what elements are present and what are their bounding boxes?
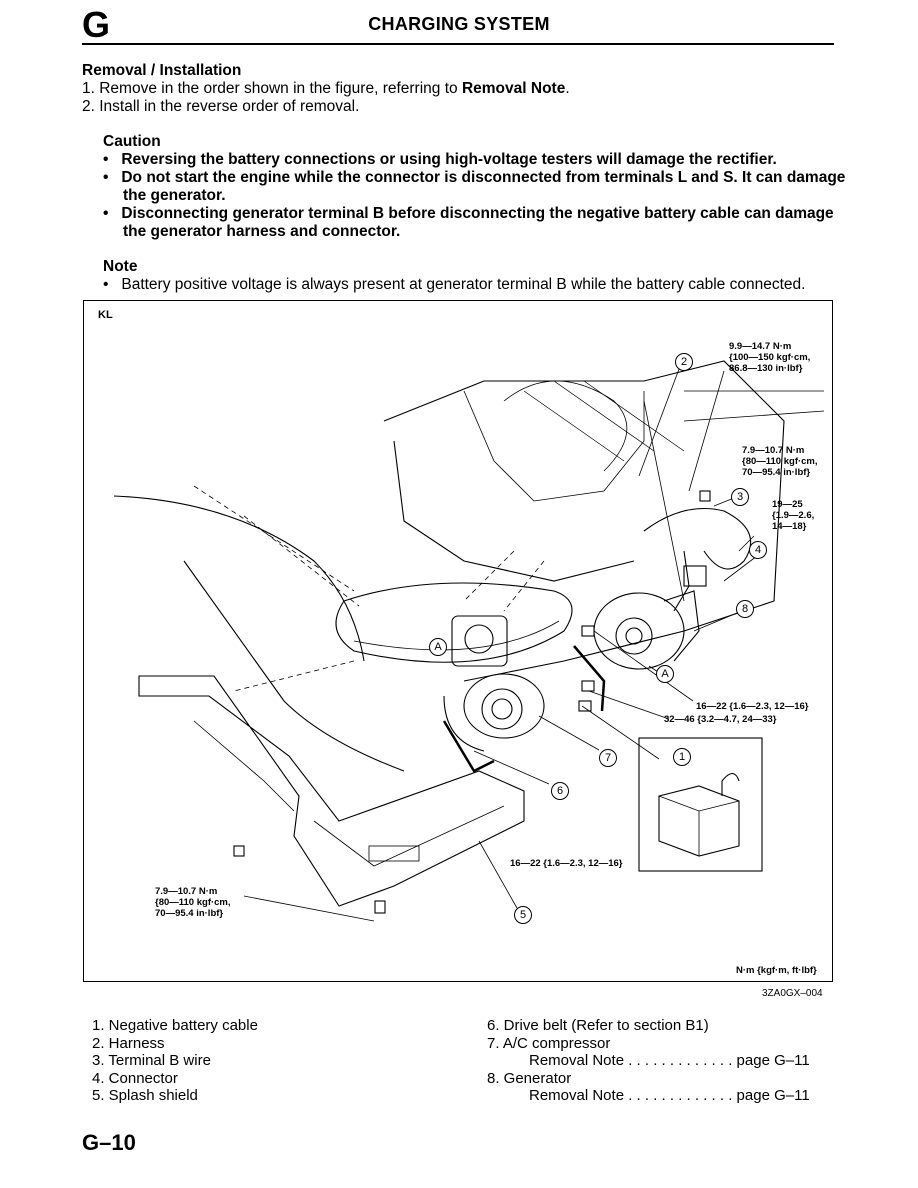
torque-line: 9.9—14.7 N·m <box>729 341 792 352</box>
callout-7: 7 <box>599 749 617 767</box>
units-note: N·m {kgf·m, ft·lbf} <box>736 965 817 976</box>
torque-line: {1.9—2.6, <box>772 510 815 521</box>
note-item-text: Battery positive voltage is always prese… <box>121 276 806 293</box>
torque-line: 7.9—10.7 N·m <box>155 886 218 897</box>
figure-code: 3ZA0GX–004 <box>762 988 823 999</box>
legend-item-note: Removal Note . . . . . . . . . . . . . p… <box>529 1087 810 1104</box>
caution-item-text: Disconnecting generator terminal B befor… <box>121 205 834 240</box>
legend-left-column: 1. Negative battery cable 2. Harness 3. … <box>92 1017 258 1105</box>
legend-right-column: 6. Drive belt (Refer to section B1) 7. A… <box>487 1017 810 1105</box>
callout-1: 1 <box>673 748 691 766</box>
point-a-generator: A <box>656 665 674 683</box>
callout-6: 6 <box>551 782 569 800</box>
callout-4: 4 <box>749 541 767 559</box>
note-heading: Note <box>103 258 138 275</box>
figure-corner-label: KL <box>98 309 113 321</box>
torque-spec-generator-upper: 16—22 {1.6—2.3, 12—16} <box>696 701 809 712</box>
torque-spec-compressor: 16—22 {1.6—2.3, 12—16} <box>510 858 623 869</box>
caution-item: • Reversing the battery connections or u… <box>103 151 777 168</box>
torque-line: {80—110 kgf·cm, <box>155 897 231 908</box>
torque-line: 70—95.4 in·lbf} <box>155 908 224 919</box>
removal-heading: Removal / Installation <box>82 62 242 79</box>
torque-line: {100—150 kgf·cm, <box>729 352 811 363</box>
removal-step-1-end: . <box>565 80 570 97</box>
header-rule <box>82 43 834 45</box>
page-number: G–10 <box>82 1130 136 1155</box>
torque-line: 19—25 <box>772 499 803 510</box>
torque-spec-harness: 9.9—14.7 N·m {100—150 kgf·cm, 86.8—130 i… <box>729 341 810 374</box>
legend-item: 1. Negative battery cable <box>92 1017 258 1034</box>
point-a-pump: A <box>429 638 447 656</box>
torque-line: 70—95.4 in·lbf} <box>742 467 811 478</box>
caution-item: • Disconnecting generator terminal B bef… <box>103 205 834 240</box>
callout-5: 5 <box>514 906 532 924</box>
legend-item: 7. A/C compressor <box>487 1034 611 1052</box>
removal-note-ref: Removal Note <box>461 80 566 97</box>
caution-item-text: Reversing the battery connections or usi… <box>121 151 777 168</box>
callout-8: 8 <box>736 600 754 618</box>
exploded-view-figure: KL 9.9—14.7 N·m {100—150 kgf·cm, 86.8—13… <box>83 300 833 982</box>
note-item: • Battery positive voltage is always pre… <box>103 276 806 293</box>
torque-line: 7.9—10.7 N·m <box>742 445 805 456</box>
removal-step-2: 2. Install in the reverse order of remov… <box>82 98 360 115</box>
legend-item-note: Removal Note . . . . . . . . . . . . . p… <box>529 1052 810 1069</box>
legend-item: 4. Connector <box>92 1069 178 1087</box>
caution-heading: Caution <box>103 133 161 150</box>
torque-line: 14—18} <box>772 521 807 532</box>
engine-illustration <box>113 360 825 922</box>
caution-item: • Do not start the engine while the conn… <box>103 169 846 204</box>
caution-item-text: Do not start the engine while the connec… <box>121 169 846 204</box>
legend-item: 3. Terminal B wire <box>92 1052 211 1069</box>
legend-item: 5. Splash shield <box>92 1087 198 1104</box>
torque-spec-terminal-b: 7.9—10.7 N·m {80—110 kgf·cm, 70—95.4 in·… <box>742 445 818 478</box>
legend-item: 8. Generator <box>487 1069 572 1087</box>
torque-spec-splash-shield: 7.9—10.7 N·m {80—110 kgf·cm, 70—95.4 in·… <box>155 886 231 919</box>
removal-step-1-text: 1. Remove in the order shown in the figu… <box>82 80 462 97</box>
section-letter: G <box>82 4 111 45</box>
torque-line: 86.8—130 in·lbf} <box>729 363 803 374</box>
torque-spec-generator-lower: 32—46 {3.2—4.7, 24—33} <box>664 714 777 725</box>
page-title: CHARGING SYSTEM <box>368 14 550 34</box>
callout-3: 3 <box>731 488 749 506</box>
torque-spec-connector: 19—25 {1.9—2.6, 14—18} <box>772 499 814 532</box>
removal-step-1: 1. Remove in the order shown in the figu… <box>82 80 570 98</box>
torque-line: {80—110 kgf·cm, <box>742 456 818 467</box>
callout-2: 2 <box>675 353 693 371</box>
legend-item: 6. Drive belt (Refer to section B1) <box>487 1017 709 1034</box>
legend-item: 2. Harness <box>92 1034 165 1052</box>
